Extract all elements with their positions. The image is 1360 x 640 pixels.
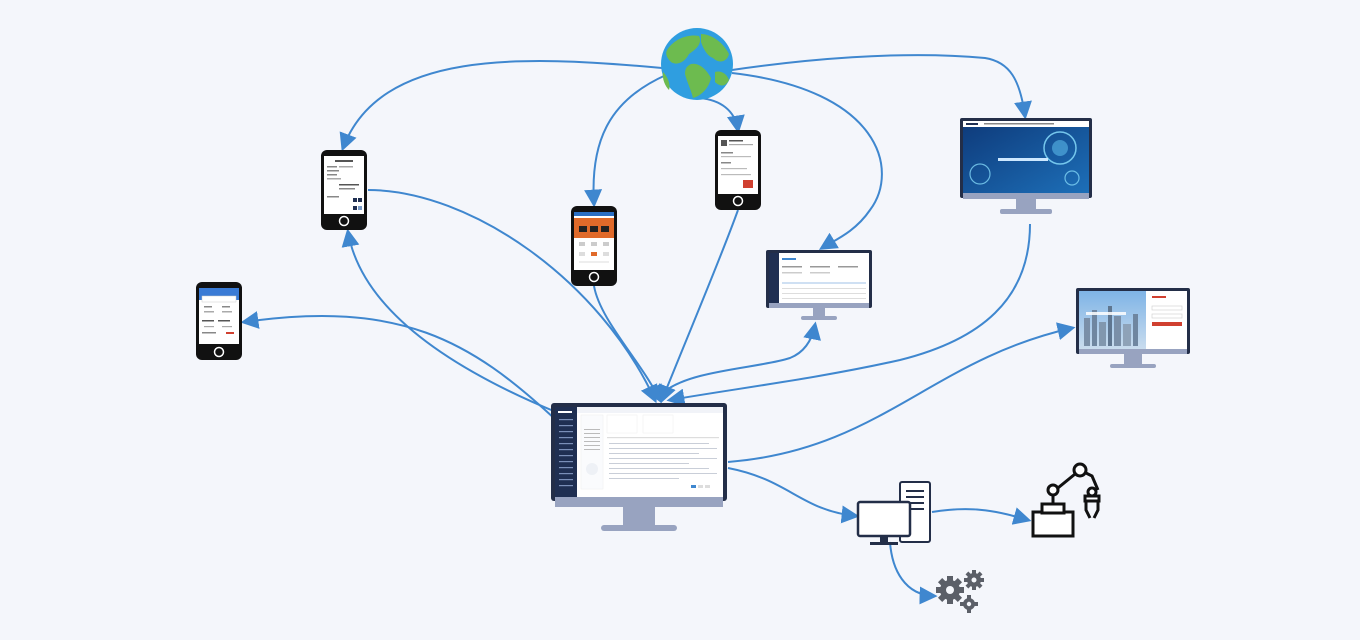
desktop-computer-icon: [856, 481, 931, 545]
globe-icon: [661, 28, 733, 100]
monitor-dashboard: [766, 250, 872, 320]
edge-central-desktop-pc: [727, 467, 860, 524]
edge-internet-phone-1: [339, 60, 663, 152]
smartphone-1: [321, 150, 367, 230]
edge-desktop-pc-gears: [889, 541, 938, 605]
monitor-login: [1076, 288, 1190, 368]
smartphone-2: [571, 206, 617, 286]
edge-phone-1-central: [367, 189, 658, 404]
edge-internet-monitor-website: [731, 54, 1032, 120]
gears-icon: [936, 570, 984, 613]
edge-monitor-website-central: [666, 223, 1031, 407]
edge-internet-monitor-dashboard: [731, 72, 883, 250]
monitor-website: [960, 118, 1092, 214]
edge-internet-phone-3: [699, 97, 745, 134]
edge-central-monitor-login: [727, 322, 1076, 463]
edge-desktop-pc-robot-arm: [931, 507, 1032, 525]
edge-central-monitor-dashboard: [663, 321, 821, 393]
edge-central-phone-1: [341, 228, 557, 413]
edge-phone-3-central: [658, 209, 739, 404]
connectors: [240, 54, 1076, 605]
edge-central-phone-4: [240, 311, 557, 421]
smartphone-4: [196, 282, 242, 360]
edge-internet-phone-2: [584, 74, 667, 208]
robot-arm-icon: [1031, 462, 1101, 538]
central-monitor: [551, 403, 727, 531]
edge-phone-2-central: [593, 285, 662, 404]
smartphone-3: [715, 130, 761, 210]
